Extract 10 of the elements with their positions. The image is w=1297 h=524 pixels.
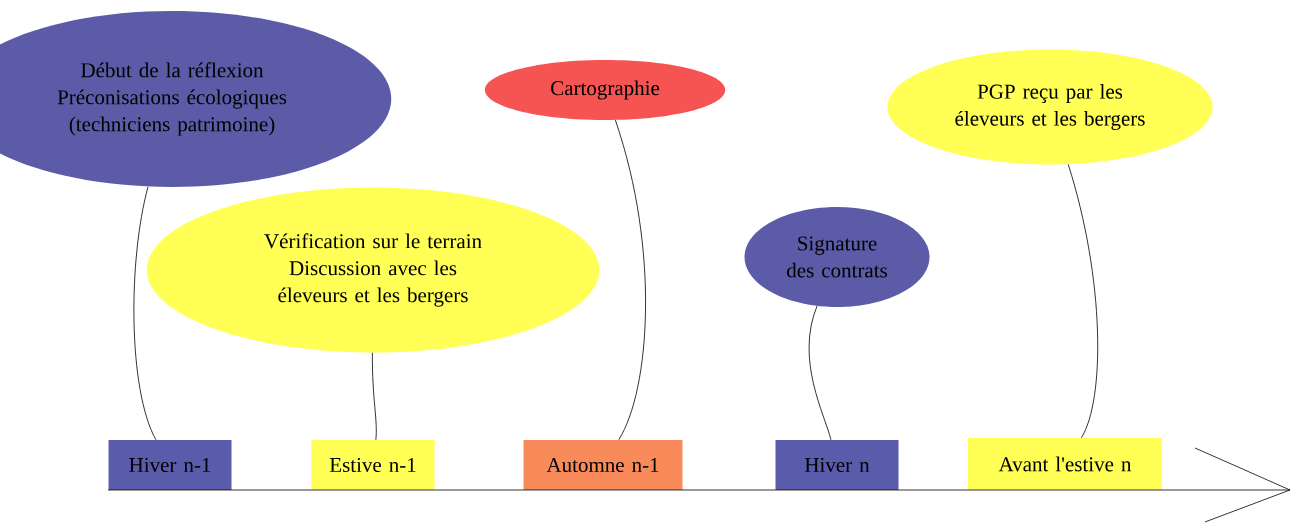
- period-box: Automne n-1: [523, 440, 683, 490]
- period-box: Avant l'estive n: [968, 438, 1162, 490]
- period-box: Estive n-1: [311, 440, 435, 490]
- leader-line: [614, 119, 646, 441]
- leader-line: [372, 352, 377, 441]
- leader-line: [133, 186, 157, 441]
- leader-line: [808, 305, 832, 441]
- period-box: Hiver n-1: [108, 440, 232, 490]
- leader-line: [1067, 163, 1099, 439]
- period-box: Hiver n: [775, 440, 899, 490]
